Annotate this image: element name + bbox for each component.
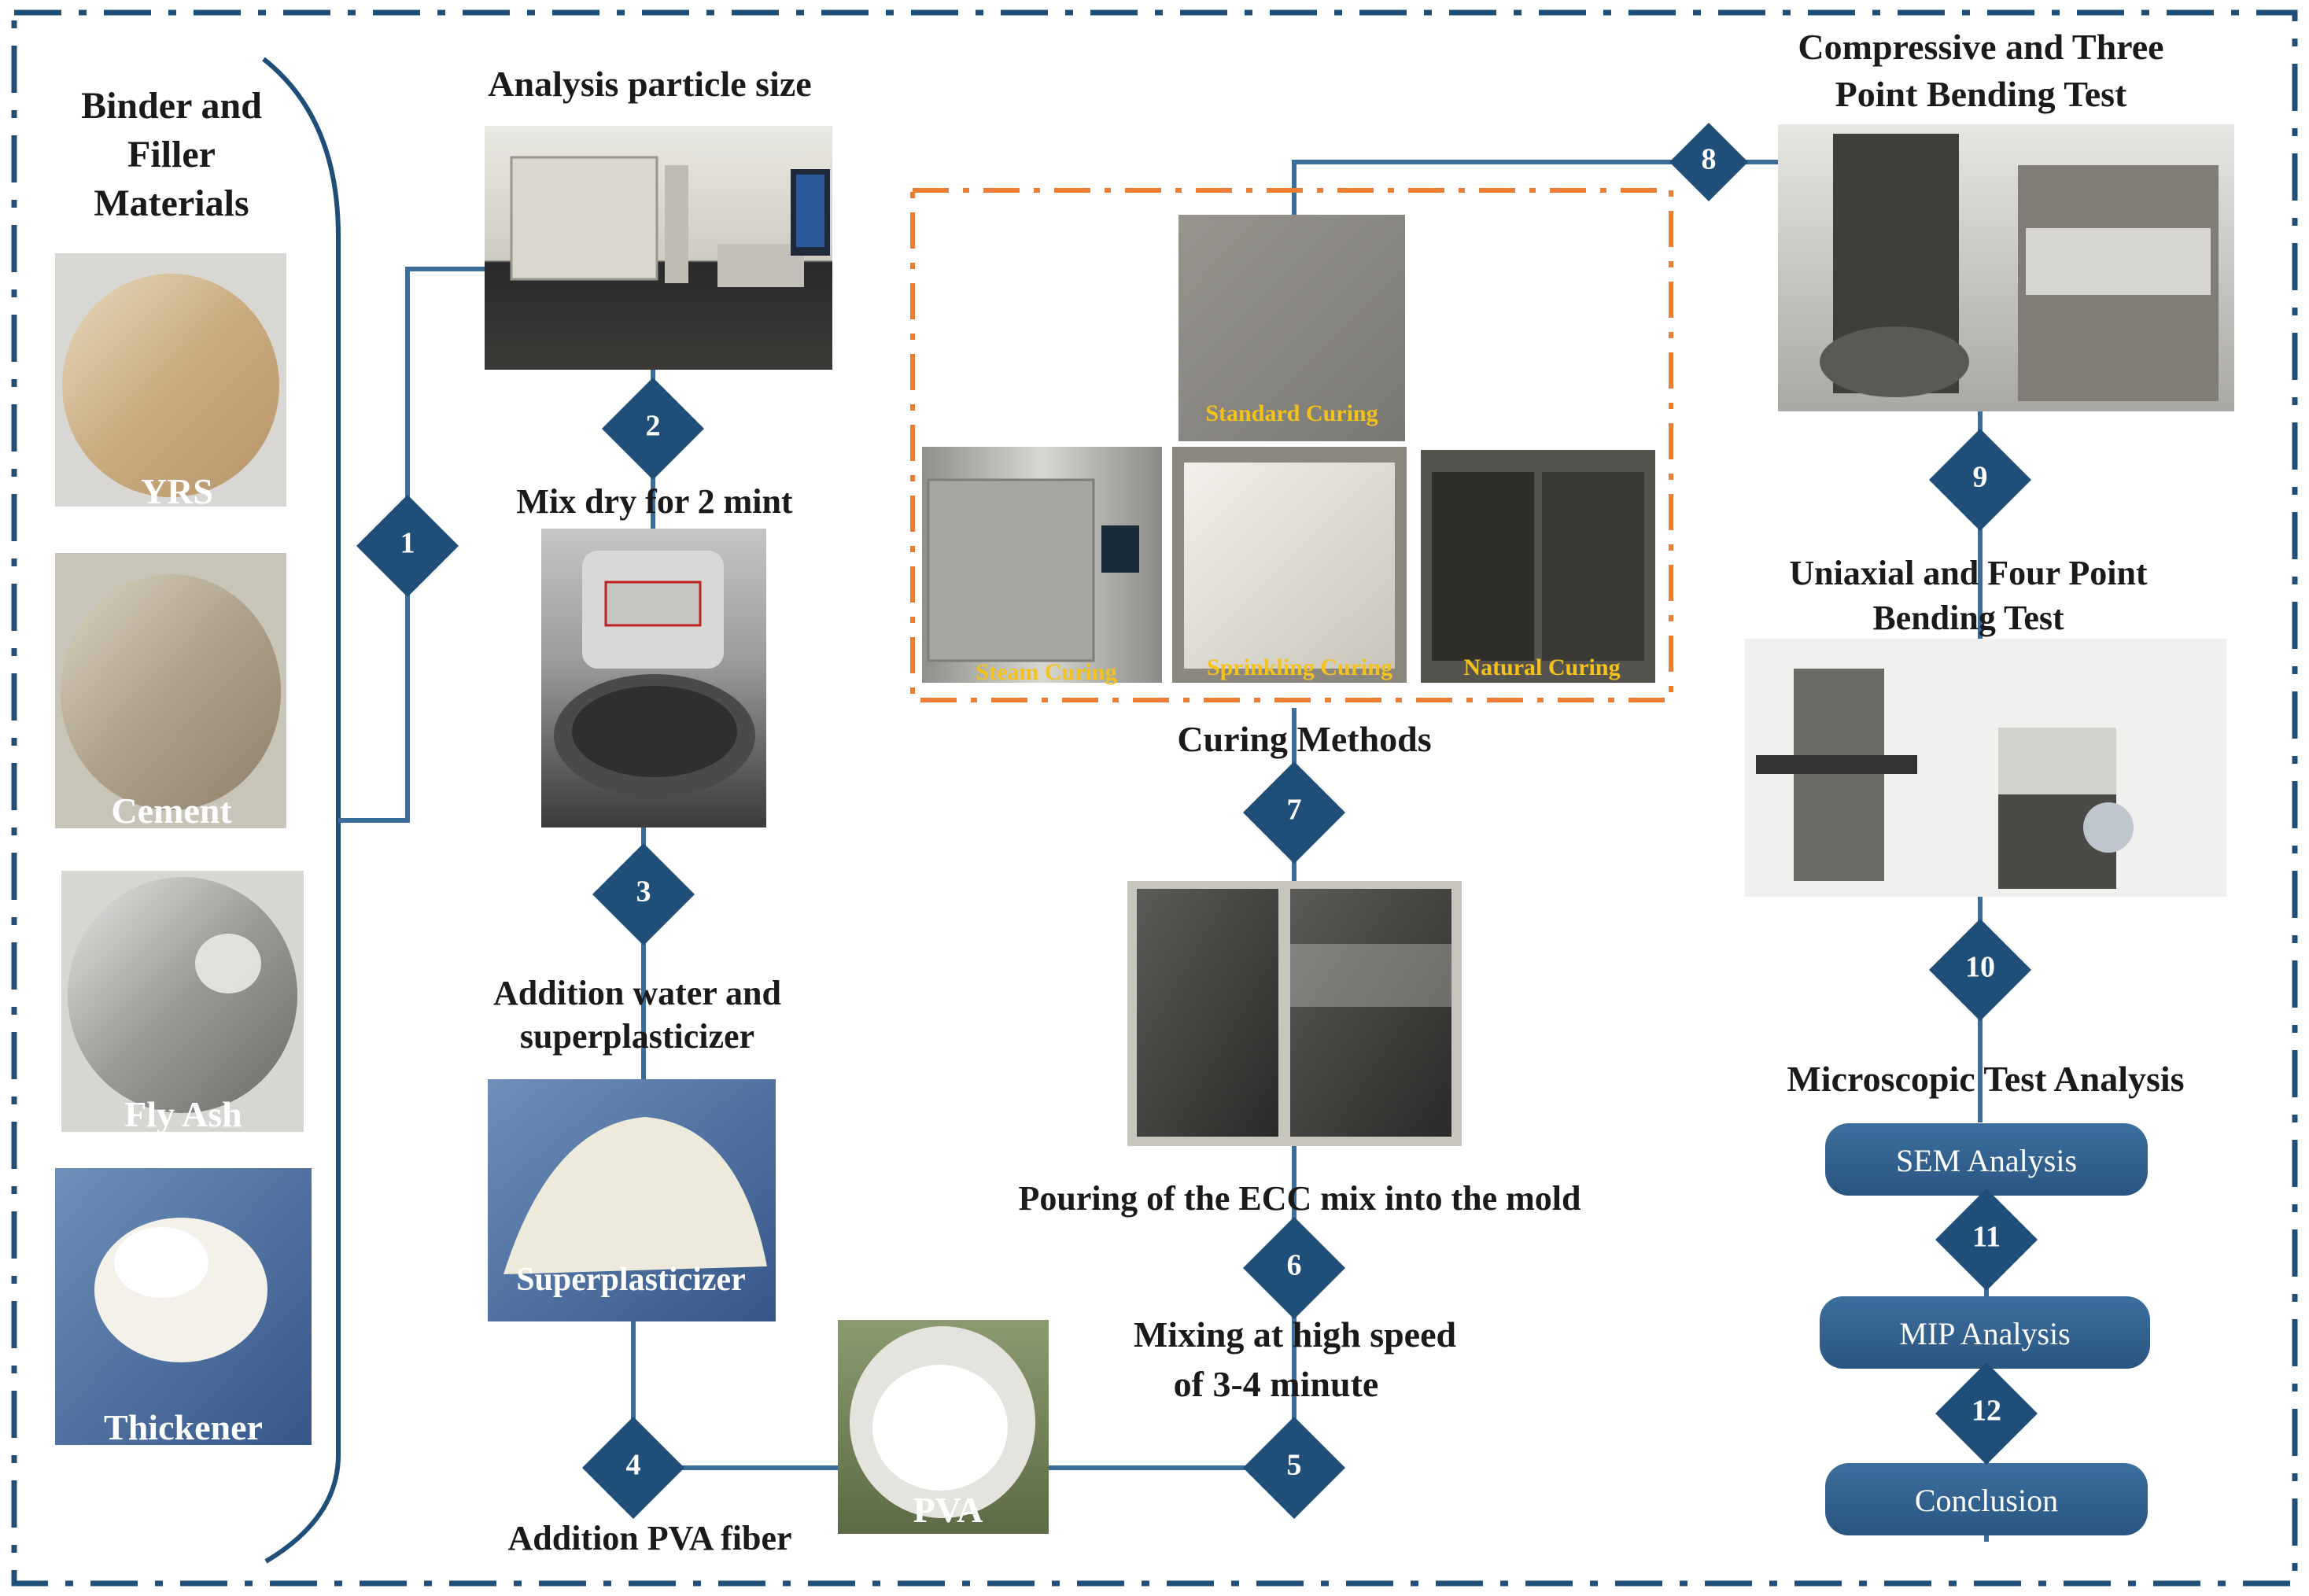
step-diamond — [356, 495, 459, 597]
photo-cement: Cement — [55, 553, 286, 831]
step-11-marker: 11 — [1935, 1189, 2038, 1291]
label-addition-water-2: superplasticizer — [520, 1017, 754, 1056]
step-number: 11 — [1972, 1221, 2001, 1254]
photo-natural-curing: Natural Curing — [1421, 450, 1655, 683]
step-diamond — [1243, 1417, 1345, 1519]
step-number: 12 — [1972, 1395, 2001, 1428]
label-curing-methods: Curing Methods — [1177, 719, 1431, 759]
mip-analysis-label: MIP Analysis — [1899, 1316, 2070, 1351]
step-diamond — [602, 378, 704, 480]
caption-yrs: YRS — [141, 471, 213, 511]
step-diamond — [1929, 919, 2031, 1021]
outer-frame — [11, 9, 2298, 1587]
label-compressive-2: Point Bending Test — [1835, 74, 2127, 114]
step-10-marker: 10 — [1929, 919, 2031, 1021]
caption-steam-curing: Steam Curing — [976, 659, 1116, 685]
label-pouring: Pouring of the ECC mix into the mold — [1019, 1179, 1581, 1218]
photo-yrs: YRS — [55, 253, 286, 511]
step-number: 7 — [1287, 794, 1302, 827]
materials-bracket — [262, 57, 341, 1564]
photo-compressive-test — [1778, 124, 2234, 411]
photo-pva-fiber: PVA — [838, 1320, 1049, 1534]
label-uniaxial-1: Uniaxial and Four Point — [1789, 554, 2148, 592]
caption-cement: Cement — [111, 791, 232, 831]
step-number: 5 — [1287, 1449, 1302, 1482]
step-number: 9 — [1973, 461, 1988, 494]
caption-pva: PVA — [913, 1490, 983, 1530]
materials-title-line1: Binder and — [81, 85, 262, 127]
caption-thickener: Thickener — [104, 1407, 263, 1447]
materials-title-line2: Filler — [127, 134, 216, 175]
step-number: 10 — [1965, 951, 1995, 984]
step-diamond — [1669, 123, 1748, 201]
photo-mixer — [541, 529, 766, 827]
caption-sprinkling-curing: Sprinkling Curing — [1207, 654, 1392, 680]
step-number: 2 — [646, 410, 661, 443]
conclusion-button[interactable]: Conclusion — [1825, 1463, 2148, 1535]
step-number: 3 — [636, 875, 651, 909]
caption-natural-curing: Natural Curing — [1463, 654, 1620, 680]
label-mixing-high-1: Mixing at high speed — [1134, 1314, 1457, 1355]
step-6-marker: 6 — [1243, 1217, 1345, 1319]
materials-title-line3: Materials — [94, 182, 249, 224]
photo-thickener: Thickener — [55, 1168, 312, 1447]
step-number: 1 — [400, 527, 415, 560]
label-particle-size: Analysis particle size — [488, 64, 811, 104]
caption-standard-curing: Standard Curing — [1205, 400, 1378, 426]
step-diamond — [592, 843, 695, 945]
step-diamond — [1935, 1189, 2038, 1291]
photo-fly-ash: Fly Ash — [61, 871, 304, 1134]
mip-analysis-button[interactable]: MIP Analysis — [1820, 1296, 2150, 1369]
label-addition-water-1: Addition water and — [493, 974, 781, 1012]
label-microscopic: Microscopic Test Analysis — [1787, 1059, 2184, 1099]
caption-superplasticizer: Superplasticizer — [516, 1262, 746, 1298]
step-diamond — [582, 1417, 684, 1519]
label-mixing-high-2: of 3-4 minute — [1174, 1364, 1379, 1404]
photo-sprinkling-curing: Sprinkling Curing — [1172, 447, 1407, 683]
step-diamond — [1935, 1362, 2038, 1465]
step-diamond — [1243, 1217, 1345, 1319]
step-4-marker: 4 — [582, 1417, 684, 1519]
step-9-marker: 9 — [1929, 429, 2031, 531]
step-number: 8 — [1702, 143, 1717, 176]
caption-fly-ash: Fly Ash — [124, 1094, 242, 1134]
step-number: 6 — [1287, 1249, 1302, 1282]
step-12-marker: 12 — [1935, 1362, 2038, 1465]
photo-molds — [1127, 881, 1462, 1146]
photo-steam-curing: Steam Curing — [922, 447, 1162, 685]
step-3-marker: 3 — [592, 843, 695, 945]
sem-analysis-label: SEM Analysis — [1896, 1143, 2077, 1178]
step-2-marker: 2 — [602, 378, 704, 480]
sem-analysis-button[interactable]: SEM Analysis — [1825, 1123, 2148, 1196]
step-diamond — [1929, 429, 2031, 531]
photo-uniaxial-test — [1745, 639, 2226, 897]
photo-particle-analyzer — [485, 126, 832, 370]
label-compressive-1: Compressive and Three — [1798, 27, 2163, 67]
step-1-marker: 1 — [356, 495, 459, 597]
label-mix-dry: Mix dry for 2 mint — [516, 482, 792, 521]
label-uniaxial-2: Bending Test — [1872, 599, 2064, 637]
conclusion-label: Conclusion — [1915, 1483, 2058, 1518]
step-diamond — [1243, 761, 1345, 864]
photo-standard-curing: Standard Curing — [1178, 215, 1405, 441]
photo-superplasticizer: Superplasticizer — [488, 1079, 776, 1321]
step-5-marker: 5 — [1243, 1417, 1345, 1519]
step-8-marker: 8 — [1669, 123, 1748, 201]
step-7-marker: 7 — [1243, 761, 1345, 864]
label-addition-pva: Addition PVA fiber — [507, 1519, 791, 1557]
curing-frame — [910, 188, 1673, 702]
step-number: 4 — [626, 1449, 641, 1482]
